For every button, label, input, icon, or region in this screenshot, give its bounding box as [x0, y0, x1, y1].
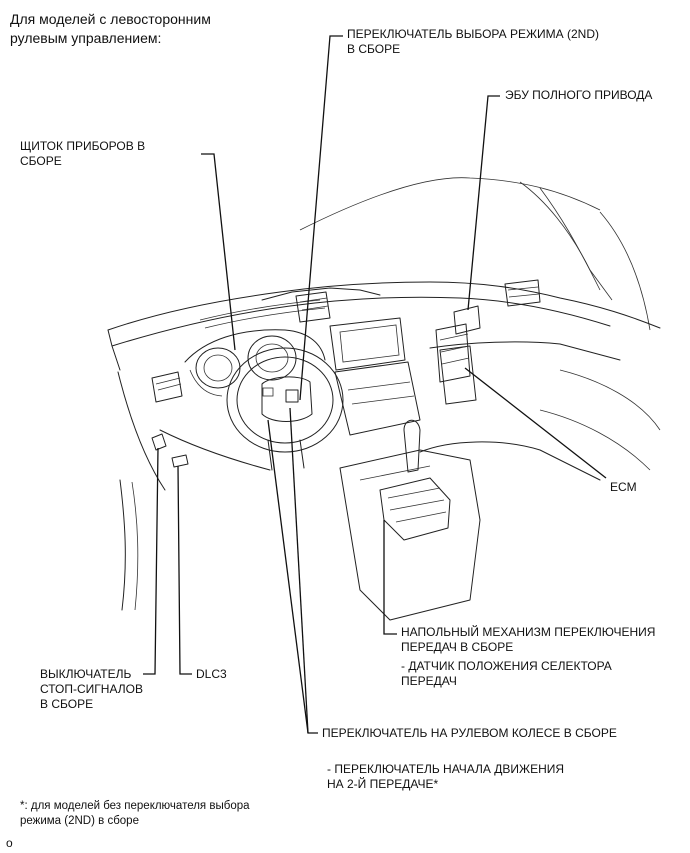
steering-wheel-rim-inner: [236, 356, 334, 444]
leader-steering-switch-b: [289, 407, 309, 734]
label-second-start-line-2: НА 2-Й ПЕРЕДАЧЕ*: [327, 777, 439, 791]
footnote-line-2: режима (2ND) в сборе: [20, 815, 139, 827]
label-second-start-line-1: - ПЕРЕКЛЮЧАТЕЛЬ НАЧАЛА ДВИЖЕНИЯ: [327, 762, 565, 776]
page-header: Для моделей с левосторонним рулевым упра…: [10, 10, 211, 48]
label-stop-lamp: ВЫКЛЮЧАТЕЛЬ СТОП-СИГНАЛОВ В СБОРЕ: [40, 667, 143, 712]
label-steering-switch: ПЕРЕКЛЮЧАТЕЛЬ НА РУЛЕВОМ КОЛЕСЕ В СБОРЕ: [322, 726, 617, 740]
a-pillar-right: [519, 181, 613, 301]
steering-column: [267, 439, 305, 471]
leader-dlc3: [177, 465, 192, 675]
label-dlc3: DLC3: [196, 667, 227, 681]
label-awd-ecu: ЭБУ ПОЛНОГО ПРИВОДА: [505, 88, 653, 102]
dlc3-connector: [171, 454, 189, 468]
center-stack-top: [261, 287, 381, 301]
leader-combination-meter: [201, 153, 236, 351]
cluster-hood: [184, 329, 326, 363]
label-mode-switch-line-2: В СБОРЕ: [347, 42, 401, 56]
right-seat: [559, 369, 661, 431]
label-stop-lamp-line-1: ВЫКЛЮЧАТЕЛЬ: [40, 667, 132, 681]
leader-ecm: [464, 367, 607, 479]
label-stop-lamp-line-2: СТОП-СИГНАЛОВ: [40, 682, 143, 696]
a-pillar-right-inner: [539, 187, 601, 291]
paddle-switch: [285, 389, 299, 403]
leader-awd-ecu: [467, 95, 500, 311]
windshield-outline: [299, 177, 601, 231]
label-floor-shift-line-1: НАПОЛЬНЫЙ МЕХАНИЗМ ПЕРЕКЛЮЧЕНИЯ: [401, 625, 656, 639]
label-mode-switch-line-1: ПЕРЕКЛЮЧАТЕЛЬ ВЫБОРА РЕЖИМА (2ND): [347, 27, 599, 41]
header-line-1: Для моделей с левосторонним: [10, 11, 211, 27]
label-floor-shift-line-3: - ДАТЧИК ПОЛОЖЕНИЯ СЕЛЕКТОРА: [401, 659, 612, 673]
leader-floor-shift: [383, 520, 397, 635]
gauge-left: [195, 347, 241, 389]
steering-hub: [261, 376, 313, 422]
label-floor-shift-line-2: ПЕРЕДАЧ В СБОРЕ: [401, 640, 514, 654]
center-stack: [329, 317, 406, 371]
right-dash-lower: [429, 341, 621, 361]
defrost-vent: [199, 299, 321, 321]
label-second-start: - ПЕРЕКЛЮЧАТЕЛЬ НАЧАЛА ДВИЖЕНИЯ НА 2-Й П…: [327, 762, 564, 792]
console-controls: [347, 381, 415, 405]
awd-ecu-part: [453, 305, 481, 335]
footnote: *: для моделей без переключателя выбора …: [20, 799, 250, 829]
label-ecm: ECM: [610, 480, 637, 494]
left-lower-dash: [117, 371, 166, 491]
header-line-2: рулевым управлением:: [10, 30, 162, 46]
stop-lamp-switch-part: [151, 433, 167, 451]
steering-wheel-rim: [226, 347, 344, 453]
console-armrest: [419, 441, 601, 481]
footnote-line-1: *: для моделей без переключателя выбора: [20, 800, 250, 812]
roof-line: [599, 211, 651, 331]
glovebox: [439, 345, 477, 405]
dashboard-top: [107, 281, 661, 331]
label-floor-shift: НАПОЛЬНЫЙ МЕХАНИЗМ ПЕРЕКЛЮЧЕНИЯ ПЕРЕДАЧ …: [401, 625, 655, 689]
leader-mode-switch: [299, 35, 343, 401]
label-stop-lamp-line-3: В СБОРЕ: [40, 697, 94, 711]
leader-stop-lamp: [143, 447, 159, 675]
center-display: [339, 324, 400, 363]
dashboard-left-end: [107, 329, 121, 371]
left-vent: [151, 371, 183, 403]
shift-mechanism: [379, 477, 451, 541]
left-kick-panel: [119, 479, 126, 611]
lower-dash-panel: [159, 429, 271, 471]
shift-knob: [403, 419, 421, 473]
center-console-front: [334, 361, 421, 436]
label-floor-shift-line-4: ПЕРЕДАЧ: [401, 674, 457, 688]
floor-console: [339, 449, 481, 621]
center-vents: [295, 291, 331, 323]
figure-code: o: [6, 836, 13, 850]
right-vent: [504, 279, 541, 307]
dashboard-top-rear: [111, 296, 611, 347]
ecm-part: [435, 323, 471, 383]
label-combination-meter-line-1: ЩИТОК ПРИБОРОВ В: [20, 139, 146, 153]
label-mode-switch: ПЕРЕКЛЮЧАТЕЛЬ ВЫБОРА РЕЖИМА (2ND) В СБОР…: [347, 27, 599, 57]
label-combination-meter: ЩИТОК ПРИБОРОВ В СБОРЕ: [20, 139, 145, 169]
defrost-vent-2: [204, 307, 326, 329]
label-combination-meter-line-2: СБОРЕ: [20, 154, 62, 168]
